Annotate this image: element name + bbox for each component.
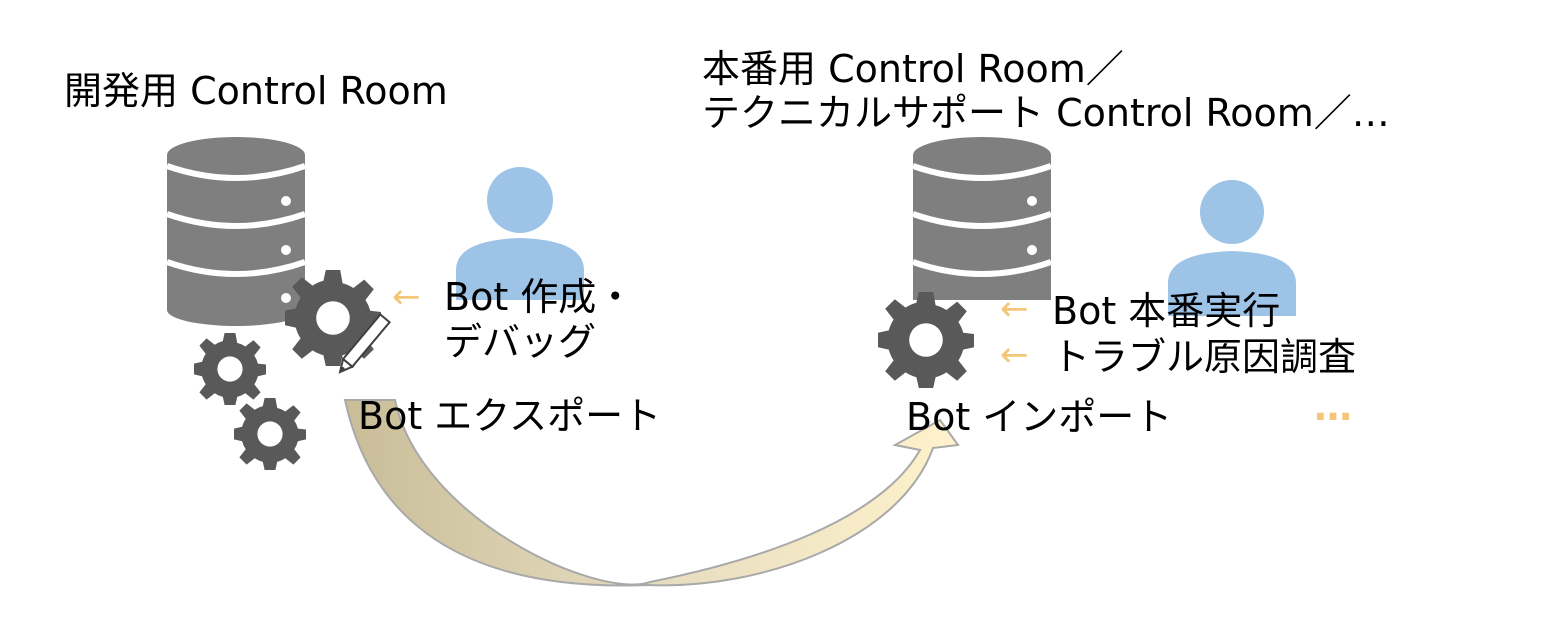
left-arrow-icon: ← <box>1000 289 1029 329</box>
prod-database-icon <box>912 137 1052 300</box>
prod-task-run: Bot 本番実行 <box>1052 289 1281 333</box>
prod-control-room-title-line2: テクニカルサポート Control Room／… <box>702 91 1390 135</box>
left-arrow-icon: ← <box>1000 335 1029 375</box>
dev-gear-small2-icon <box>234 398 306 470</box>
pencil-icon <box>338 313 392 374</box>
more-ellipsis: … <box>1314 385 1352 429</box>
dev-task-line1: Bot 作成・ <box>444 275 635 319</box>
prod-control-room-title-line1: 本番用 Control Room／ <box>702 47 1124 91</box>
flow-arrow <box>343 399 960 587</box>
prod-gear-icon <box>878 292 974 388</box>
dev-gear-small1-icon <box>194 333 266 405</box>
import-label: Bot インポート <box>906 395 1173 439</box>
dev-person-icon <box>456 167 584 300</box>
prod-person-icon <box>1168 180 1296 316</box>
left-arrow-icon: ← <box>392 277 421 317</box>
dev-database-icon <box>166 137 306 326</box>
dev-control-room-title: 開発用 Control Room <box>64 69 448 113</box>
dev-gear-large-icon <box>285 270 381 366</box>
export-label: Bot エクスポート <box>358 394 662 438</box>
prod-task-troubleshoot: トラブル原因調査 <box>1052 335 1357 379</box>
dev-task-line2: デバッグ <box>444 320 597 364</box>
